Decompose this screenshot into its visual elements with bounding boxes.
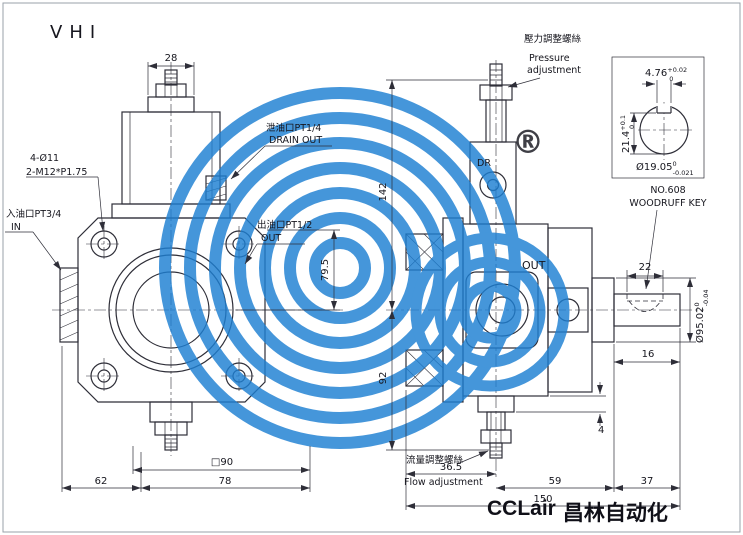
dim-62: 62: [95, 476, 108, 487]
outlet-label-en: OUT: [261, 233, 281, 244]
dr-port-label: DR: [477, 158, 491, 169]
pressure-adjust-label-zh: 壓力調整螺絲: [524, 33, 582, 45]
dim-37: 37: [641, 476, 654, 487]
dim-95-02: Ø95.020-0.04: [693, 290, 710, 343]
dim-36-5: 36.5: [440, 462, 462, 473]
bolt-holes-label-1: 4-Ø11: [30, 153, 59, 164]
dimension-lines: [5, 62, 696, 510]
dim-92: 92: [378, 372, 389, 385]
pressure-adjust-label-en2: adjustment: [527, 65, 581, 76]
flow-adjust-label-zh: 流量調整螺絲: [406, 454, 464, 466]
dim-4: 4: [598, 425, 604, 436]
company-logo: CCLair 昌林自动化: [487, 497, 668, 527]
company-logo-en: CCLair: [487, 497, 556, 520]
out-port-label: OUT: [522, 259, 546, 272]
woodruff-key-label-2: WOODRUFF KEY: [629, 198, 706, 209]
drain-label-en: DRAIN OUT: [269, 135, 322, 146]
drain-label-zh: 泄油口PT1/4: [266, 122, 321, 134]
dim-150: 150: [533, 494, 552, 505]
dim-19-05: Ø19.050-0.021: [636, 160, 694, 177]
registered-mark: ®: [512, 123, 544, 161]
dim-28: 28: [165, 53, 178, 64]
dim-16: 16: [642, 349, 655, 360]
drawing-title: VHI: [50, 22, 102, 43]
dim-21-4: 21.4+0.10: [619, 115, 636, 153]
dim-142: 142: [378, 182, 389, 201]
dim-78: 78: [219, 476, 232, 487]
dim-79-5: 79.5: [320, 259, 331, 281]
flow-adjust-label-en: Flow adjustment: [404, 477, 483, 488]
inlet-label-zh: 入油口PT3/4: [6, 208, 61, 220]
pressure-adjust-label-en1: Pressure: [529, 53, 570, 64]
company-logo-zh: 昌林自动化: [562, 502, 668, 525]
inlet-label-en: IN: [11, 222, 21, 233]
dim-22: 22: [639, 262, 652, 273]
dim-sq90: □90: [211, 457, 233, 468]
dim-59: 59: [549, 476, 562, 487]
bolt-holes-label-2: 2-M12*P1.75: [26, 167, 87, 178]
watermark: ®: [159, 87, 570, 449]
woodruff-key-label-1: NO.608: [650, 185, 685, 196]
shaft-detail: [611, 56, 705, 179]
outlet-label-zh: 出油口PT1/2: [257, 219, 312, 231]
